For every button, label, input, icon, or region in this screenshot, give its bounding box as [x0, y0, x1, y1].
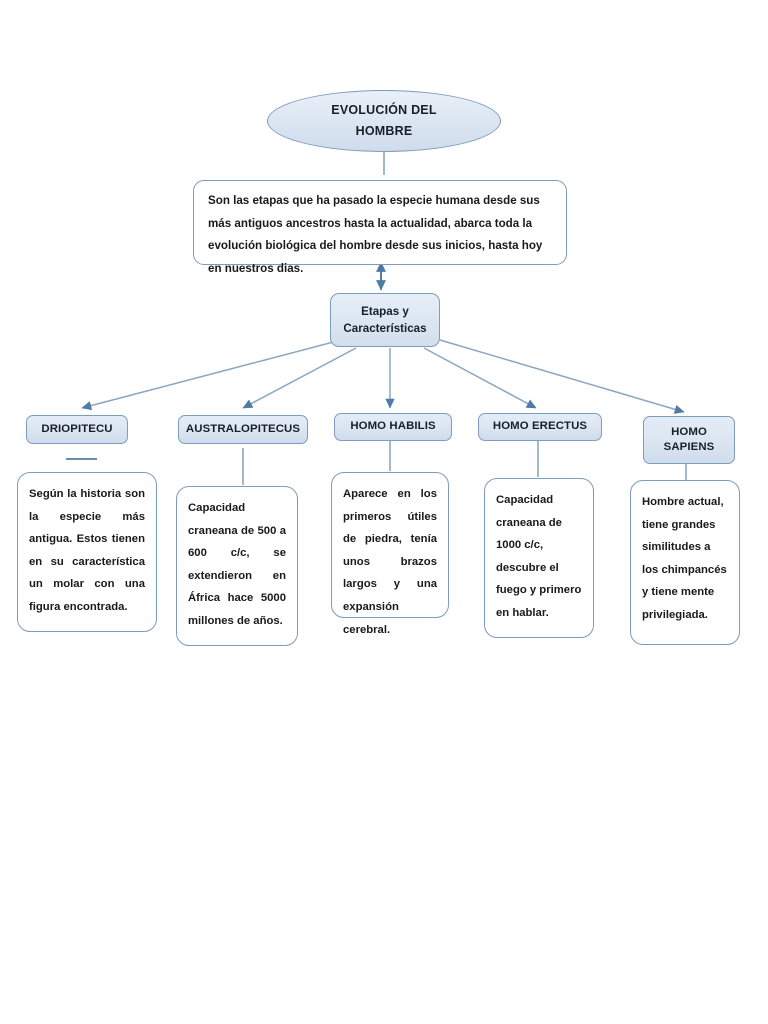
node-etapas-y-caracteristicas[interactable]: Etapas y Características [330, 293, 440, 347]
node-header-homo-sapiens-line2: SAPIENS [663, 441, 715, 453]
node-description-homo-sapiens[interactable]: Hombre actual, tiene grandes similitudes… [630, 480, 740, 645]
node-header-australopitecus[interactable]: AUSTRALOPITECUS [178, 415, 308, 444]
node-description-australopitecus[interactable]: Capacidad craneana de 500 a 600 c/c, se … [176, 486, 298, 646]
node-title-evolucion-del-hombre[interactable]: EVOLUCIÓN DEL HOMBRE [267, 90, 501, 152]
node-header-homo-habilis-label: HOMO HABILIS [350, 420, 436, 433]
node-header-homo-erectus[interactable]: HOMO ERECTUS [478, 413, 602, 441]
node-stage-line1: Etapas y [361, 304, 409, 318]
node-description-australopitecus-text: Capacidad craneana de 500 a 600 c/c, se … [188, 502, 286, 627]
node-stage-line2: Características [343, 322, 427, 335]
node-description-homo-habilis-text: Aparece en los primeros útiles de piedra… [343, 488, 437, 636]
node-description-homo-habilis[interactable]: Aparece en los primeros útiles de piedra… [331, 472, 449, 636]
node-header-homo-sapiens-line1: HOMO [671, 425, 707, 438]
node-description-homo-erectus-text: Capacidad craneana de 1000 c/c, descubre… [496, 494, 582, 619]
connector-stage-to-homo-erectus [423, 347, 537, 409]
node-header-australopitecus-label: AUSTRALOPITECUS [185, 422, 301, 435]
node-header-homo-habilis[interactable]: HOMO HABILIS [334, 413, 452, 441]
node-header-homo-erectus-label: HOMO ERECTUS [492, 420, 588, 433]
connector-stage-to-driopitecu [81, 339, 342, 411]
node-description-driopitecu-text: Según la historia son la especie más ant… [29, 488, 145, 613]
node-header-driopitecu-label: DRIOPITECU [41, 422, 113, 435]
node-description-homo-erectus[interactable]: Capacidad craneana de 1000 c/c, descubre… [484, 478, 594, 638]
node-title-line1: EVOLUCIÓN DEL [331, 103, 437, 118]
connector-stage-to-australopitecus [242, 347, 357, 409]
node-header-driopitecu[interactable]: DRIOPITECU [26, 415, 128, 444]
connector-stage-to-homo-sapiens [439, 339, 685, 414]
node-intro-description[interactable]: Son las etapas que ha pasado la especie … [193, 180, 567, 275]
node-intro-text: Son las etapas que ha pasado la especie … [208, 194, 543, 275]
node-description-homo-sapiens-text: Hombre actual, tiene grandes similitudes… [642, 496, 727, 621]
connector-driopitecu-stub [66, 458, 97, 460]
node-description-driopitecu[interactable]: Según la historia son la especie más ant… [17, 472, 157, 632]
node-header-homo-sapiens[interactable]: HOMO SAPIENS [643, 416, 735, 464]
node-title-line2: HOMBRE [355, 124, 413, 138]
